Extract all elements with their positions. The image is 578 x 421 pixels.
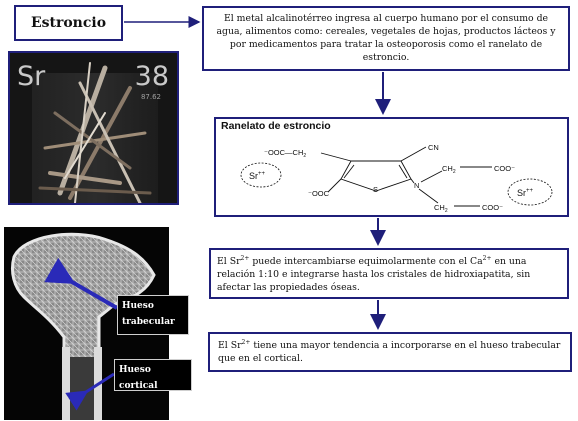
ranelate-structure-diagram: Sr++ Sr++ ⁻OOC—CH2 CN ⁻OOC S N CH2 COO⁻ … <box>240 143 553 214</box>
atomic-mass: 87.62 <box>140 93 161 101</box>
group-coo-top: COO⁻ <box>494 164 515 173</box>
structure-box: Ranelato de estroncio Sr++ Sr++ ⁻OOC—CH2… <box>214 117 569 217</box>
intro-box: El metal alcalinotérreo ingresa al cuerp… <box>202 6 570 71</box>
exchange-text-part3: en una relación 1:10 e integrarse hasta … <box>217 256 531 293</box>
sr-ion-left-label: Sr++ <box>249 171 266 181</box>
group-ch2-top: CH2 <box>442 164 456 175</box>
bond-lines <box>320 146 492 207</box>
strontium-photo: Sr 38 87.62 <box>8 51 179 205</box>
exchange-text-part2: puede intercambiarse equimolarmente con … <box>249 256 483 267</box>
group-ooc-ch2-left: ⁻OOC—CH2 <box>264 148 306 159</box>
exchange-sup-sr: 2+ <box>240 254 250 262</box>
group-ooc-bottom-left: ⁻OOC <box>308 189 330 198</box>
sr-ion-right-circle <box>507 178 553 206</box>
label-hueso-trabecular: Hueso trabecular <box>117 295 189 335</box>
group-cn: CN <box>428 143 439 152</box>
exchange-sup-ca: 2+ <box>482 254 492 262</box>
sr-ion-left-circle <box>240 162 282 188</box>
pointer-cortical <box>65 372 115 411</box>
label-hueso-cortical: Hueso cortical <box>114 359 192 391</box>
sr-ion-right-label: Sr++ <box>517 188 534 198</box>
tendency-text-part1: El Sr <box>218 340 242 351</box>
group-n: N <box>414 181 419 190</box>
exchange-text-part1: El Sr <box>217 256 241 267</box>
pointer-trabecular <box>44 257 119 310</box>
ring-sulfur: S <box>373 185 378 194</box>
tendency-text-part2: tiene una mayor tendencia a incorporarse… <box>218 340 561 364</box>
atomic-number: 38 <box>134 61 169 92</box>
crystals-illustration <box>10 53 177 203</box>
title-box: Estroncio <box>14 5 123 41</box>
diagram-title: Estroncio <box>30 15 107 31</box>
exchange-box: El Sr2+ puede intercambiarse equimolarme… <box>209 248 569 299</box>
tendency-sup-sr: 2+ <box>241 338 251 346</box>
group-ch2-bottom: CH2 <box>434 203 448 214</box>
group-coo-bottom: COO⁻ <box>482 203 503 212</box>
intro-text: El metal alcalinotérreo ingresa al cuerp… <box>216 13 556 63</box>
element-symbol: Sr <box>17 61 46 92</box>
structure-title: Ranelato de estroncio <box>221 120 331 132</box>
tendency-box: El Sr2+ tiene una mayor tendencia a inco… <box>208 332 572 372</box>
